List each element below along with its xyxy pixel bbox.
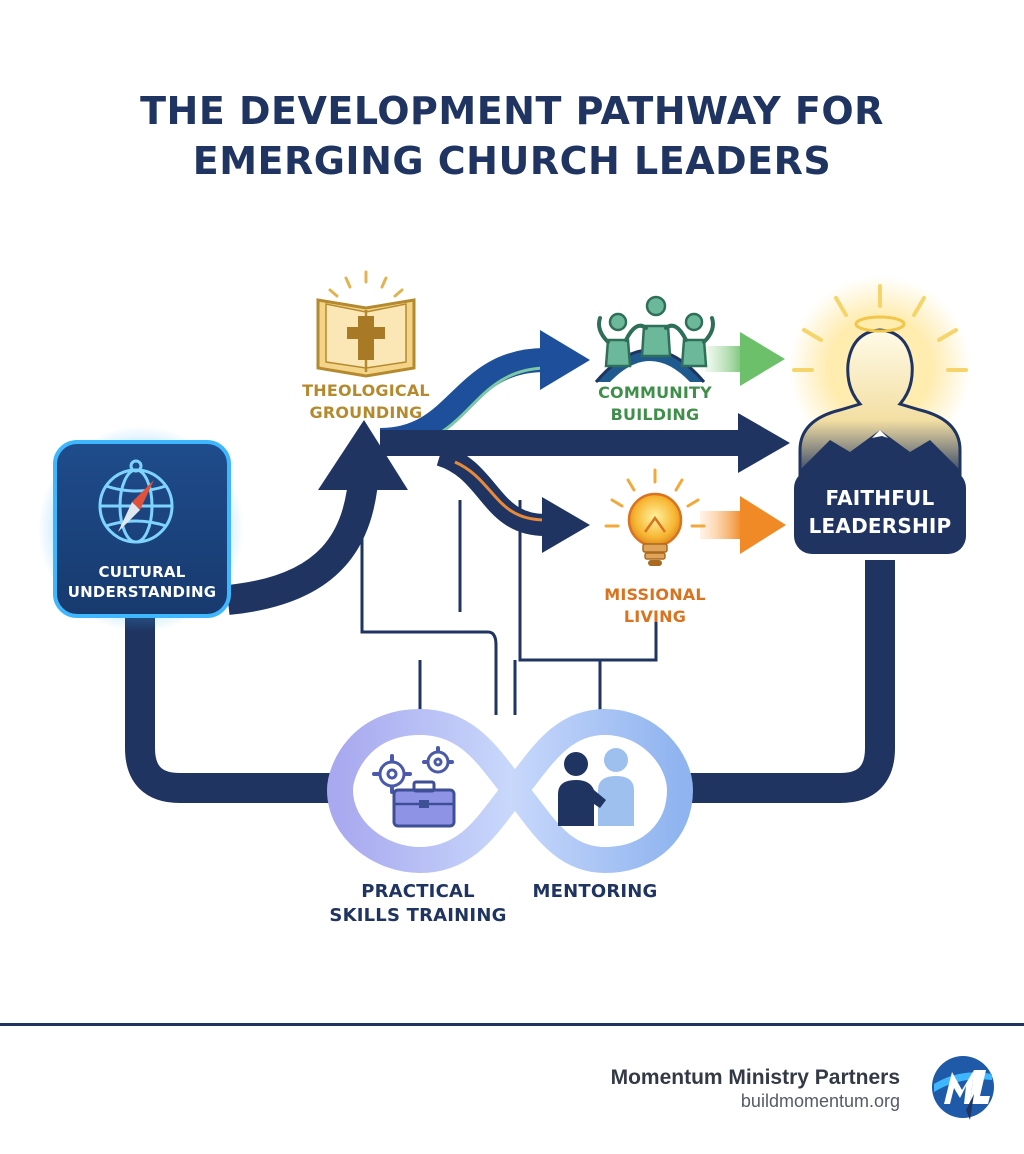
mentor-people-icon — [558, 748, 634, 826]
organization-url: buildmomentum.org — [740, 1091, 900, 1111]
cultural-line-1: CULTURAL — [98, 563, 186, 581]
compass-globe-icon — [98, 459, 174, 544]
missional-line-1: MISSIONAL — [604, 585, 706, 604]
bible-cross-icon — [316, 270, 416, 378]
cultural-line-2: UNDERSTANDING — [67, 583, 217, 601]
practical-line-2: SKILLS TRAINING — [329, 905, 507, 926]
connector-lines — [360, 500, 658, 715]
theological-line-1: THEOLOGICAL — [302, 381, 430, 400]
arrow-to-faithful — [380, 413, 790, 473]
community-line-2: BUILDING — [610, 405, 700, 424]
organization-name: Momentum Ministry Partners — [610, 1066, 900, 1089]
faithful-line-2: LEADERSHIP — [808, 514, 952, 538]
bottom-loop-path — [125, 560, 895, 803]
mentoring-label: MENTORING — [510, 880, 680, 904]
missional-line-2: LIVING — [623, 607, 687, 626]
title-line-1: THE DEVELOPMENT PATHWAY FOR — [140, 89, 884, 133]
momentum-logo-icon — [932, 1056, 994, 1120]
people-circle-icon — [594, 295, 715, 383]
community-building-label: COMMUNITY BUILDING — [570, 382, 740, 426]
faithful-leadership-node — [788, 276, 972, 554]
lightbulb-icon — [604, 468, 706, 566]
community-line-1: COMMUNITY — [598, 383, 712, 402]
missional-living-label: MISSIONAL LIVING — [570, 584, 740, 628]
practical-line-1: PRACTICAL — [361, 881, 475, 902]
theological-grounding-label: THEOLOGICAL GROUNDING — [276, 380, 456, 424]
main-arrow — [226, 420, 408, 615]
gears-toolbox-icon — [372, 746, 456, 828]
footer-divider — [0, 1023, 1024, 1026]
faithful-line-1: FAITHFUL — [825, 486, 935, 510]
diagram-title: THE DEVELOPMENT PATHWAY FOR EMERGING CHU… — [0, 86, 1024, 186]
theological-line-2: GROUNDING — [309, 403, 423, 422]
orange-arrow — [700, 496, 786, 554]
practical-skills-label: PRACTICAL SKILLS TRAINING — [318, 880, 518, 928]
arrow-to-missional — [436, 444, 590, 553]
mentoring-line-1: MENTORING — [532, 881, 658, 902]
faithful-leadership-label: FAITHFUL LEADERSHIP — [794, 484, 966, 540]
cultural-understanding-label: CULTURAL UNDERSTANDING — [60, 562, 224, 602]
title-line-2: EMERGING CHURCH LEADERS — [192, 139, 832, 183]
green-arrow — [705, 332, 785, 386]
cultural-understanding-node — [38, 426, 244, 632]
